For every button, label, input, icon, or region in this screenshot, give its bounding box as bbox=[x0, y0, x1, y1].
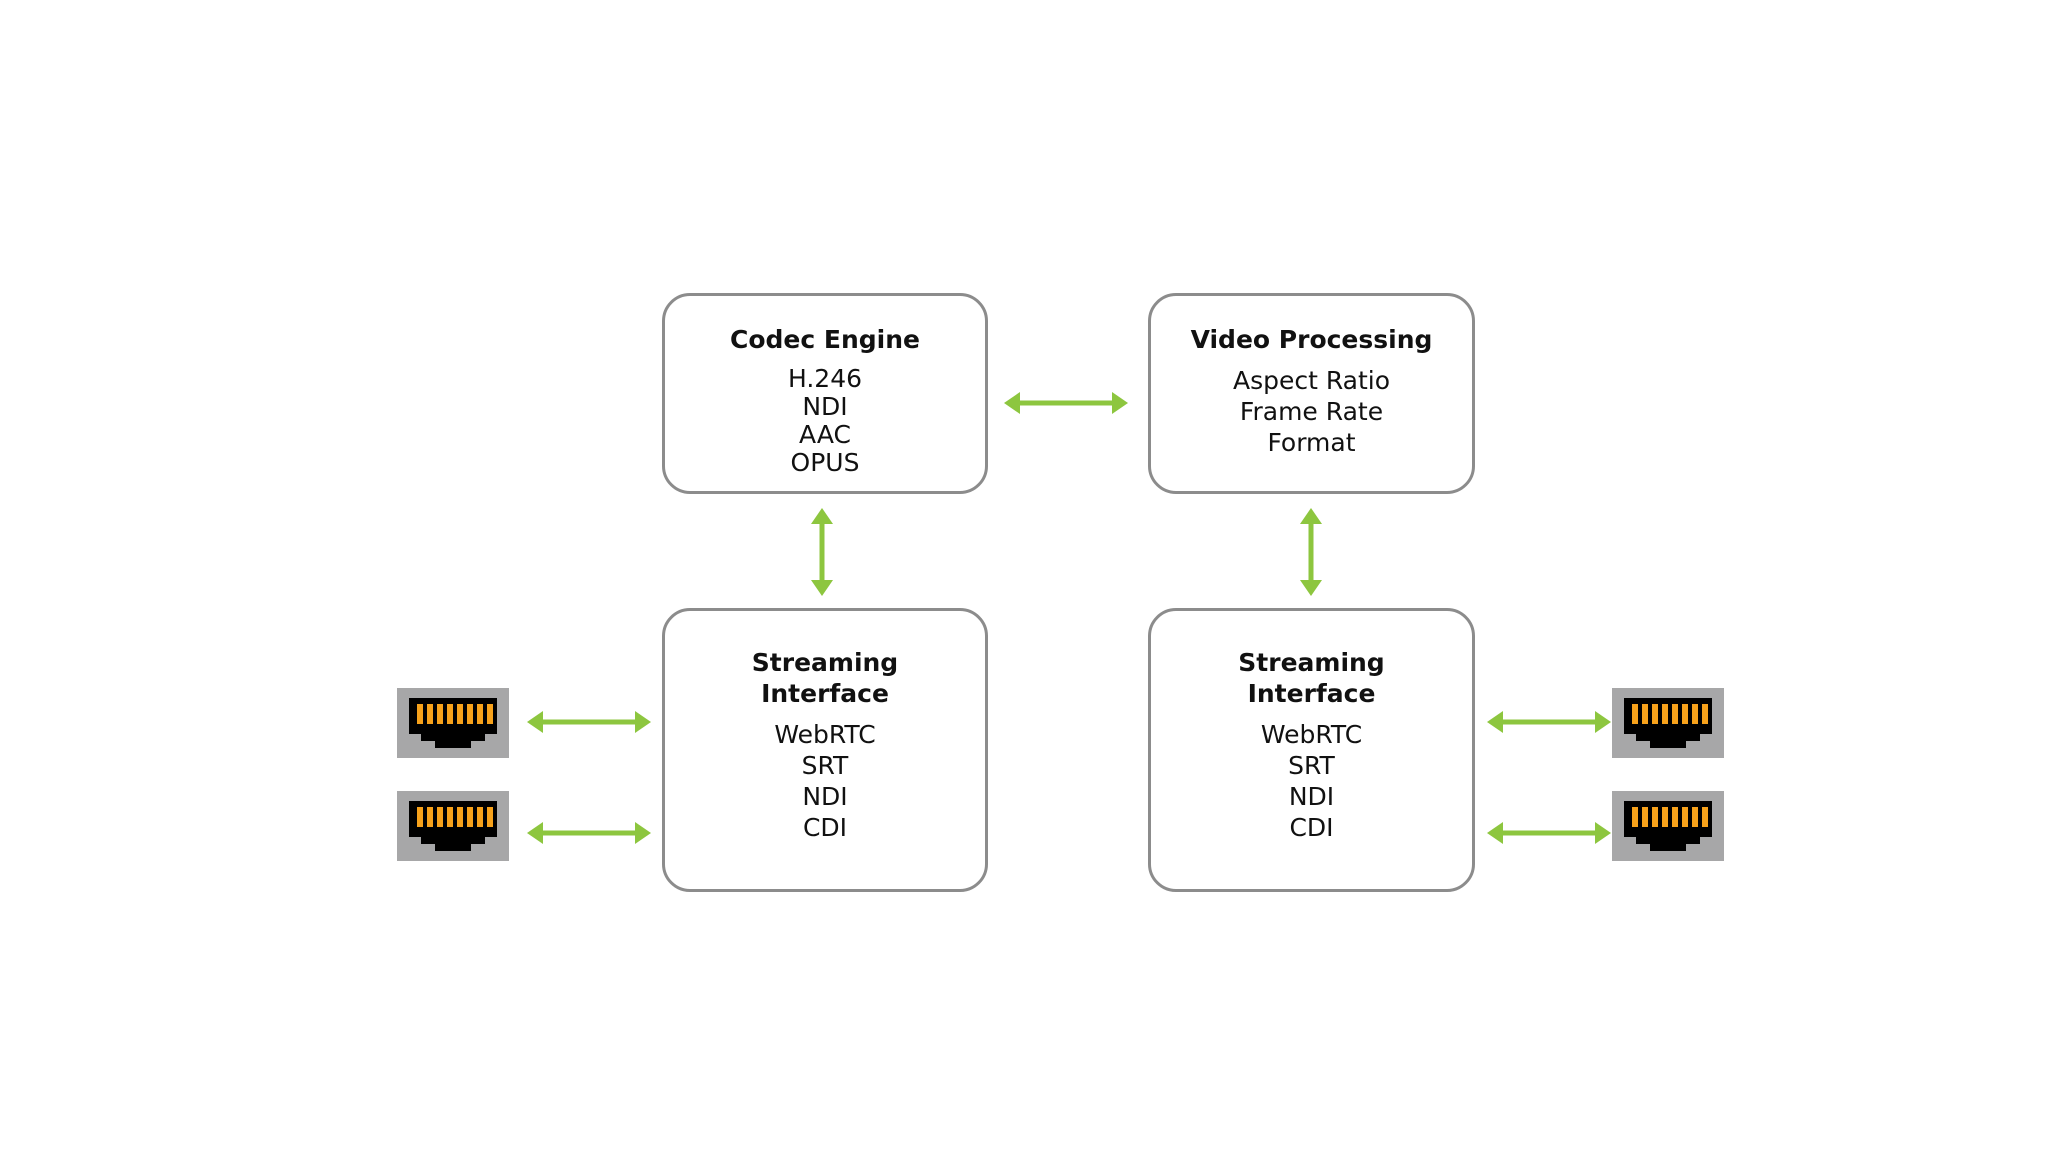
streaming-interface-item: SRT bbox=[1288, 751, 1335, 780]
codec-engine-item: AAC bbox=[799, 420, 851, 449]
streaming-interface-item: WebRTC bbox=[1260, 720, 1363, 749]
double-arrow-icon bbox=[527, 822, 651, 844]
video-processing-item: Aspect Ratio bbox=[1232, 366, 1391, 395]
video-processing-title: Video Processing bbox=[1190, 325, 1433, 354]
codec-engine-item: H.246 bbox=[787, 364, 863, 393]
codec-engine-box: Codec Engine H.246 NDI AAC OPUS bbox=[662, 293, 988, 494]
streaming-interface-item: CDI bbox=[1289, 813, 1334, 842]
streaming-interface-item: CDI bbox=[802, 813, 848, 842]
ethernet-port-icon bbox=[397, 791, 509, 861]
codec-engine-title: Codec Engine bbox=[730, 325, 920, 354]
codec-engine-item: NDI bbox=[802, 392, 848, 421]
double-arrow-icon bbox=[1300, 508, 1322, 596]
streaming-interface-box-left: Streaming Interface WebRTC SRT NDI CDI bbox=[662, 608, 988, 892]
streaming-interface-box-right: Streaming Interface WebRTC SRT NDI CDI bbox=[1148, 608, 1475, 892]
double-arrow-icon bbox=[811, 508, 833, 596]
video-processing-item: Format bbox=[1267, 428, 1356, 457]
streaming-interface-title: Streaming Interface bbox=[1238, 648, 1385, 708]
streaming-interface-item: SRT bbox=[801, 751, 849, 780]
streaming-interface-item: WebRTC bbox=[774, 720, 876, 749]
codec-engine-item: OPUS bbox=[790, 448, 860, 477]
double-arrow-icon bbox=[1004, 392, 1128, 414]
double-arrow-icon bbox=[1487, 822, 1611, 844]
streaming-interface-item: NDI bbox=[802, 782, 848, 811]
video-processing-item: Frame Rate bbox=[1239, 397, 1384, 426]
double-arrow-icon bbox=[527, 711, 651, 733]
video-processing-box: Video Processing Aspect Ratio Frame Rate… bbox=[1148, 293, 1475, 494]
double-arrow-icon bbox=[1487, 711, 1611, 733]
ethernet-port-icon bbox=[1612, 791, 1724, 861]
streaming-interface-title: Streaming Interface bbox=[751, 648, 899, 708]
streaming-interface-item: NDI bbox=[1288, 782, 1335, 811]
ethernet-port-icon bbox=[397, 688, 509, 758]
ethernet-port-icon bbox=[1612, 688, 1724, 758]
